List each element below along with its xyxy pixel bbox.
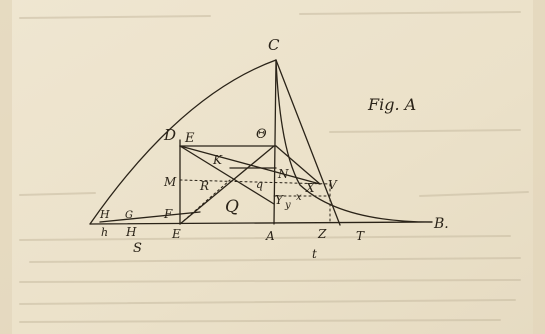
label-Z: Z bbox=[317, 227, 327, 241]
label-M: M bbox=[163, 175, 177, 189]
tangent-line bbox=[275, 59, 341, 226]
label-X: X bbox=[305, 181, 315, 195]
label-Q: Q bbox=[225, 197, 239, 217]
label-E-top: E bbox=[184, 131, 195, 146]
label-T: T bbox=[356, 229, 365, 243]
label-H-dash: H bbox=[125, 225, 137, 239]
label-C: C bbox=[268, 36, 280, 54]
label-B: B. bbox=[433, 216, 449, 232]
dotted-M bbox=[179, 179, 331, 185]
label-x: x bbox=[296, 192, 302, 203]
diagonal-rising bbox=[179, 145, 275, 225]
label-F: F bbox=[163, 207, 173, 221]
label-R: R bbox=[199, 179, 209, 193]
baseline bbox=[89, 221, 433, 225]
axis-CA bbox=[273, 59, 277, 225]
line-HG bbox=[99, 211, 201, 223]
label-V: V bbox=[328, 178, 338, 192]
line-theta-V bbox=[275, 145, 321, 185]
right-curve bbox=[275, 59, 433, 223]
label-D: D bbox=[163, 126, 176, 144]
label-E-bottom: E bbox=[171, 227, 181, 241]
left-curve bbox=[89, 59, 277, 225]
label-h: h bbox=[101, 226, 108, 239]
label-H: H bbox=[99, 208, 110, 221]
label-A: A bbox=[265, 229, 275, 243]
label-t: t bbox=[312, 247, 317, 261]
label-G: G bbox=[125, 210, 133, 221]
label-theta: Θ bbox=[256, 127, 267, 142]
label-y: y bbox=[284, 200, 291, 211]
label-N: N bbox=[277, 167, 289, 181]
diagonal-E bbox=[179, 145, 275, 205]
label-Y: Y bbox=[275, 193, 284, 207]
diagonal-EV bbox=[179, 145, 321, 185]
label-K: K bbox=[212, 153, 223, 167]
label-q: q bbox=[256, 178, 263, 191]
label-S: S bbox=[133, 241, 142, 256]
label-fig-title: Fig. A bbox=[367, 95, 416, 114]
dotted-DQ bbox=[179, 179, 231, 225]
